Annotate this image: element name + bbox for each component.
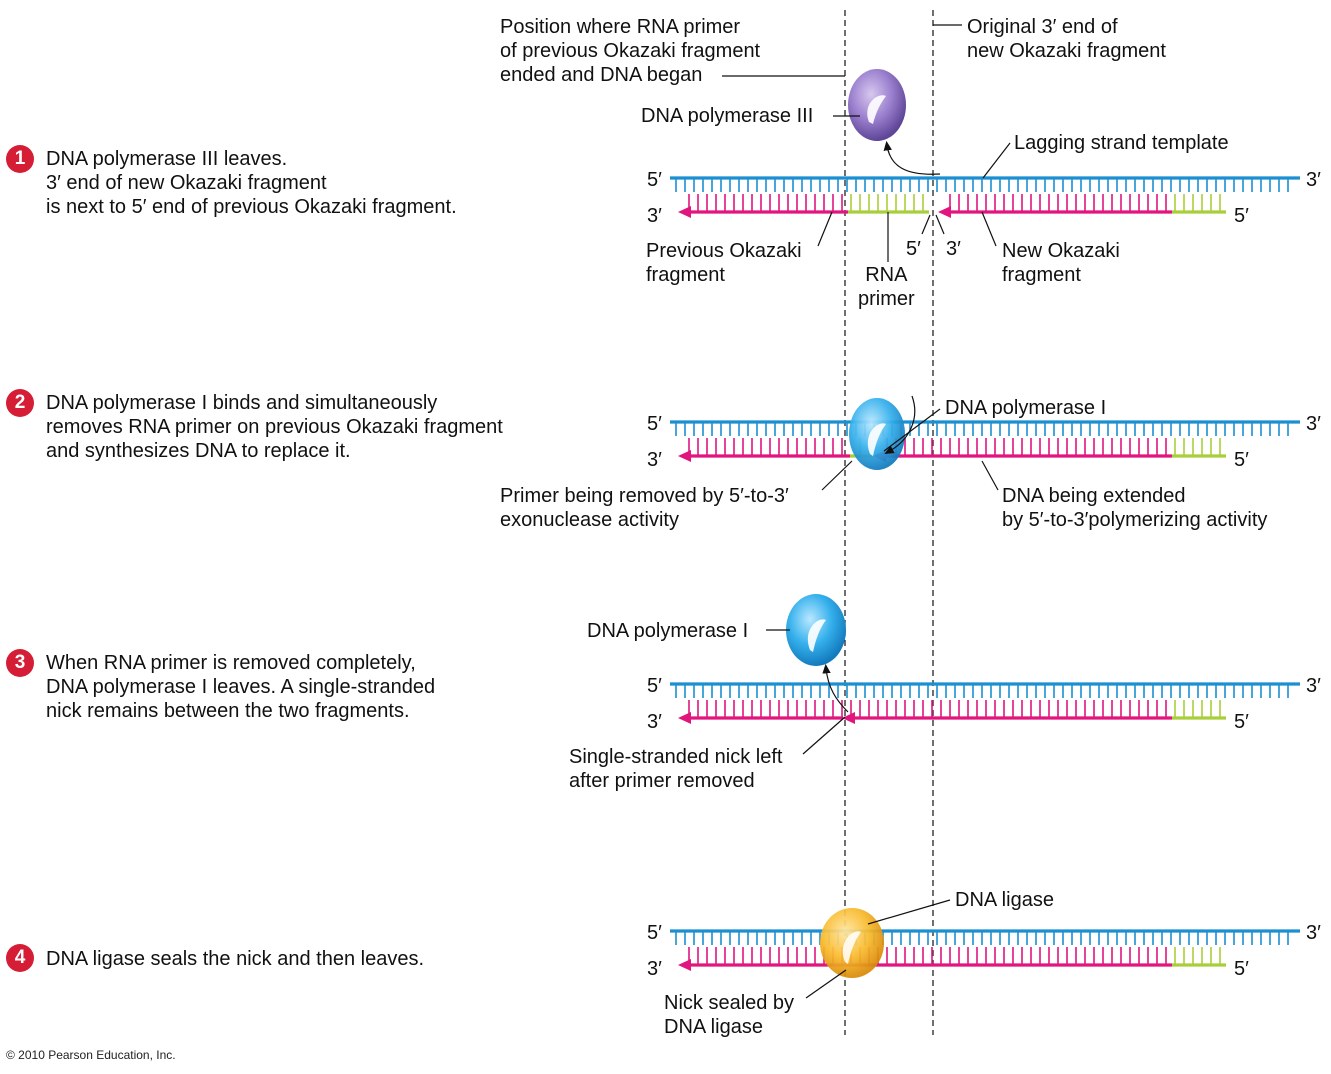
- ligase-leader: [867, 899, 951, 925]
- ligase-label: DNA ligase: [955, 889, 1054, 911]
- step-2-duplex: [670, 420, 1300, 462]
- step-2-badge: 2: [6, 389, 34, 417]
- primer-removed-label: Primer being removed by 5′-to-3′ exonucl…: [500, 485, 789, 531]
- nick-leader: [802, 716, 846, 755]
- step-4-duplex: [670, 929, 1300, 971]
- step-2-description: DNA polymerase I binds and simultaneousl…: [46, 392, 503, 462]
- template-leader: [982, 142, 1011, 179]
- original-3-end-label: Original 3′ end of new Okazaki fragment: [967, 16, 1166, 62]
- new-fragment-leader: [981, 211, 997, 247]
- step-3-badge: 3: [6, 649, 34, 677]
- nick-sealed-label: Nick sealed by DNA ligase: [664, 992, 795, 1038]
- pol1-step2-leader: [883, 408, 941, 452]
- nick-label: Single-stranded nick left after primer r…: [569, 746, 783, 792]
- step-1-description: DNA polymerase III leaves. 3′ end of new…: [46, 148, 457, 218]
- new-fragment-label: New Okazaki fragment: [1002, 240, 1120, 286]
- step-3-duplex: [670, 682, 1300, 724]
- pol1-step2-arrow: [884, 395, 916, 455]
- step-3-template-3-end: 3′: [1306, 675, 1321, 697]
- nick-sealed-leader: [805, 969, 847, 999]
- step-1-new-5-end: 5′: [1234, 205, 1249, 227]
- gap-3-label: 3′: [946, 238, 961, 260]
- pol1-leave-arrow: [822, 663, 849, 713]
- gap-5-label: 5′: [906, 238, 921, 260]
- step-1-template-5-end: 5′: [647, 169, 662, 191]
- dna-extended-leader: [981, 460, 999, 491]
- step-1-new-3-end: 3′: [647, 205, 662, 227]
- step-4-description: DNA ligase seals the nick and then leave…: [46, 948, 424, 970]
- step-4-template-3-end: 3′: [1306, 922, 1321, 944]
- step-2-new-5-end: 5′: [1234, 449, 1249, 471]
- step-3-new-5-end: 5′: [1234, 711, 1249, 733]
- dna-extended-label: DNA being extended by 5′-to-3′polymerizi…: [1002, 485, 1268, 531]
- dna-polymerase-i-bound-icon: [849, 398, 905, 470]
- primer-removed-leader: [821, 460, 853, 491]
- step-3-template-5-end: 5′: [647, 675, 662, 697]
- previous-fragment-leader: [817, 211, 833, 247]
- gap-3-leader: [935, 214, 945, 235]
- previous-fragment-label: Previous Okazaki fragment: [646, 240, 802, 286]
- step-4-new-3-end: 3′: [647, 958, 662, 980]
- pol1-bound-label: DNA polymerase I: [945, 397, 1107, 419]
- rna-primer-label: RNA primer: [858, 264, 915, 310]
- step-1-template-3-end: 3′: [1306, 169, 1321, 191]
- step-1-duplex: [670, 176, 1300, 218]
- lagging-template-label: Lagging strand template: [1014, 132, 1229, 154]
- step-4-template-5-end: 5′: [647, 922, 662, 944]
- dna-ligase-icon: [820, 908, 884, 978]
- dna-polymerase-iii-icon: [848, 69, 906, 141]
- step-3-new-3-end: 3′: [647, 711, 662, 733]
- primer-position-label: Position where RNA primer of previous Ok…: [500, 16, 761, 86]
- step-4-new-5-end: 5′: [1234, 958, 1249, 980]
- step-1-badge: 1: [6, 145, 34, 173]
- pol1-leaving-label: DNA polymerase I: [587, 620, 749, 642]
- step-3-description: When RNA primer is removed completely, D…: [46, 652, 436, 722]
- gap-5-leader: [921, 214, 931, 235]
- pol3-leave-arrow: [883, 140, 941, 175]
- step-4-badge: 4: [6, 944, 34, 972]
- step-2-new-3-end: 3′: [647, 449, 662, 471]
- pol3-label: DNA polymerase III: [641, 105, 814, 127]
- step-2-template-5-end: 5′: [647, 413, 662, 435]
- dna-polymerase-i-icon: [786, 594, 846, 666]
- copyright-notice: © 2010 Pearson Education, Inc.: [6, 1048, 176, 1062]
- step-2-template-3-end: 3′: [1306, 413, 1321, 435]
